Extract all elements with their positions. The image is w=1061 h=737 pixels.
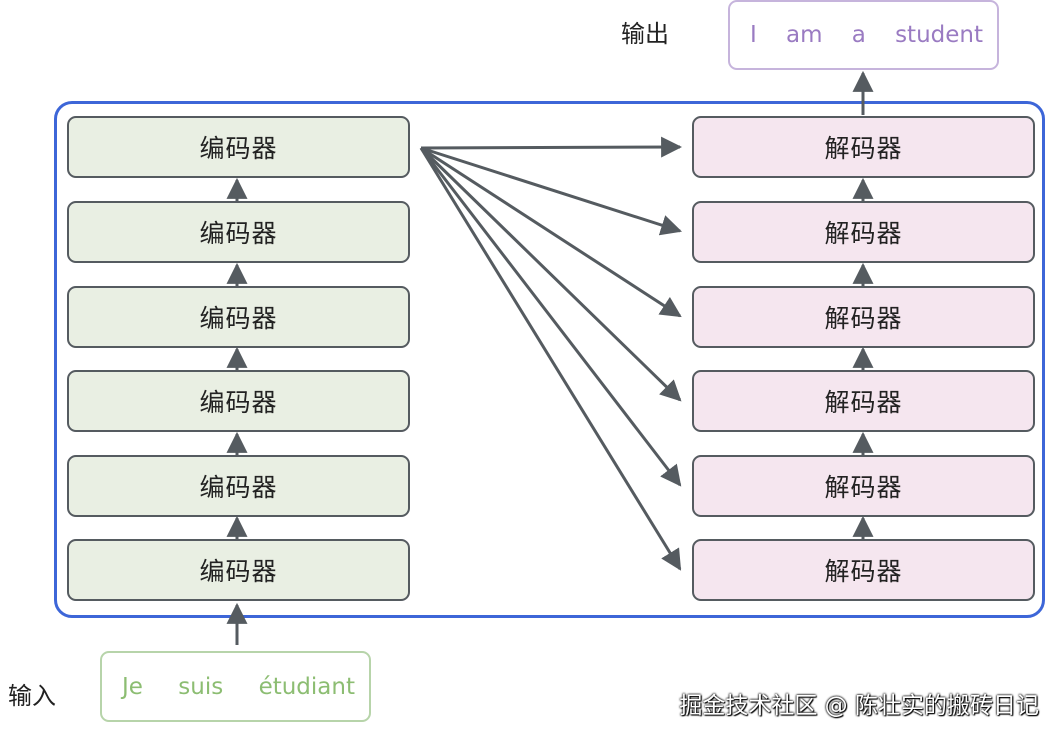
input-token: Je xyxy=(122,673,143,700)
encoder-block: 编码器 xyxy=(67,286,410,348)
output-token: am xyxy=(786,22,823,48)
encoder-block: 编码器 xyxy=(67,539,410,601)
cross-attention-arrow xyxy=(419,147,682,487)
input-sentence-box: Je suis étudiant xyxy=(100,651,371,722)
encoder-block: 编码器 xyxy=(67,116,410,178)
cross-attention-arrow xyxy=(420,136,683,158)
output-token: I xyxy=(750,22,757,48)
encoder-block: 编码器 xyxy=(67,370,410,432)
watermark: 掘金技术社区 @ 陈壮实的搬砖日记 xyxy=(679,693,1039,719)
cross-attention-arrow xyxy=(419,146,682,402)
decoder-block: 解码器 xyxy=(692,539,1035,601)
input-caption: 输入 xyxy=(8,682,56,710)
decoder-block: 解码器 xyxy=(692,286,1035,348)
encoder-block: 编码器 xyxy=(67,201,410,263)
input-token: étudiant xyxy=(258,673,355,700)
cross-attention-arrow xyxy=(419,147,682,571)
decoder-block: 解码器 xyxy=(692,370,1035,432)
encoder-block: 编码器 xyxy=(67,455,410,517)
cross-attention-arrow xyxy=(420,146,682,236)
decoder-block: 解码器 xyxy=(692,201,1035,263)
output-token: a xyxy=(851,22,866,48)
input-token: suis xyxy=(178,673,224,700)
cross-attention-arrow xyxy=(420,146,682,318)
decoder-block: 解码器 xyxy=(692,116,1035,178)
output-caption: 输出 xyxy=(621,20,669,48)
output-token: student xyxy=(895,22,983,48)
decoder-block: 解码器 xyxy=(692,455,1035,517)
output-sentence-box: I am a student xyxy=(728,0,999,70)
transformer-frame xyxy=(54,101,1045,618)
